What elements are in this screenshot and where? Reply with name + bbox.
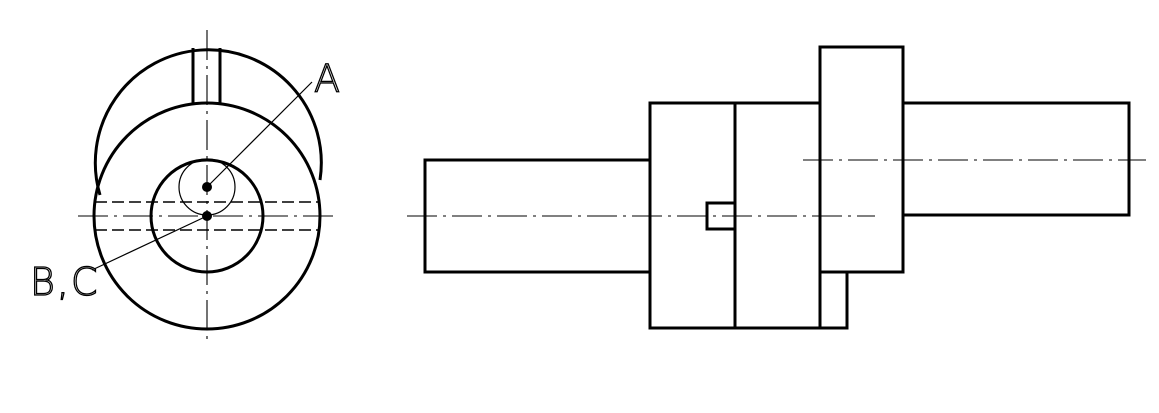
right-shaft xyxy=(901,101,1131,217)
label-bc: B,C xyxy=(30,260,100,304)
label-a: A xyxy=(314,57,342,101)
leader-bc xyxy=(91,215,208,271)
right-flange xyxy=(818,45,905,330)
upper-flange-arc xyxy=(93,48,323,196)
leader-a xyxy=(206,81,313,188)
side-view xyxy=(407,45,1146,330)
end-view: A B,C xyxy=(29,30,342,345)
